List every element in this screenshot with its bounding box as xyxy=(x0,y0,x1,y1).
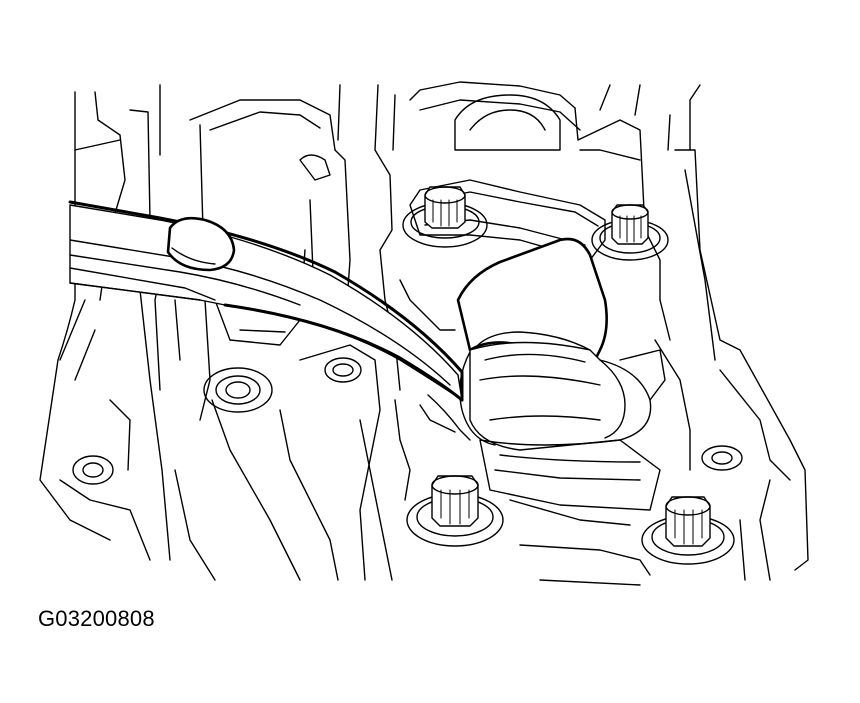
pry-tool xyxy=(68,200,471,441)
bolt-top-left xyxy=(402,186,488,248)
bolt-bottom-right xyxy=(641,496,735,565)
camshaft-journal xyxy=(469,341,666,526)
bolt-bottom-left xyxy=(406,475,504,547)
engine-illustration xyxy=(39,81,809,586)
camshaft-lobe xyxy=(456,237,608,446)
figure-id-label: G03200808 xyxy=(38,606,155,631)
bolt-top-right xyxy=(591,204,669,261)
